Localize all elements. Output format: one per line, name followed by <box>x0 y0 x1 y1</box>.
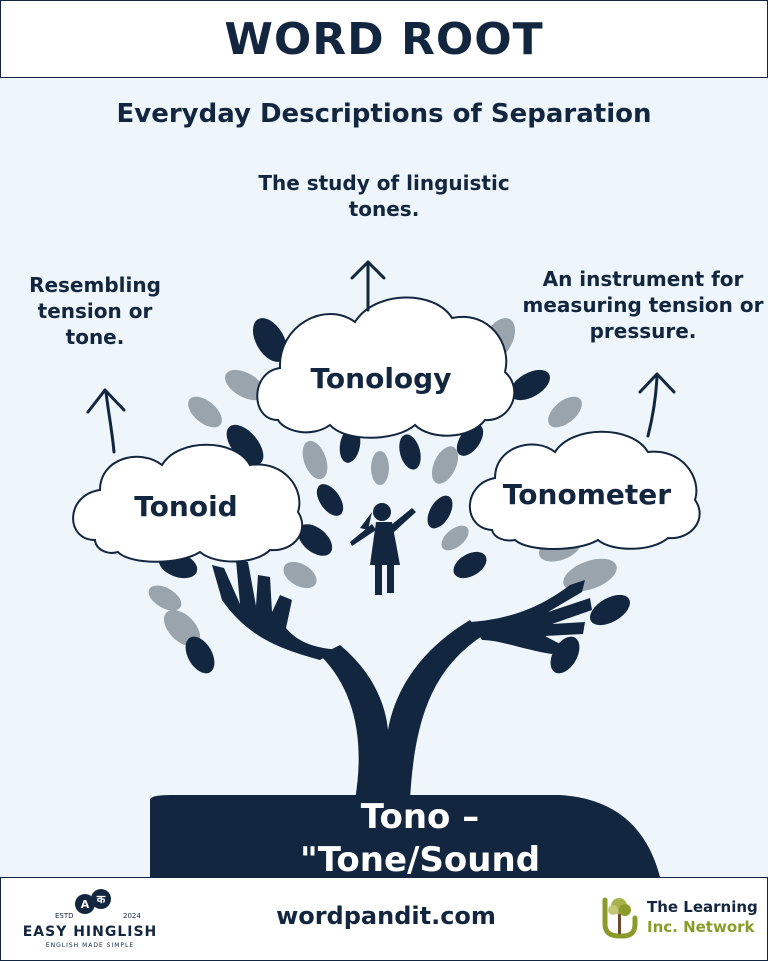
right-hand <box>470 580 592 654</box>
easy-hinglish-logo: A क ESTD 2024 EASY HINGLISH ENGLISH MADE… <box>15 888 165 954</box>
definition-tonoid: Resembling tension or tone. <box>29 273 161 349</box>
word-tonology: Tonology <box>310 362 452 395</box>
header-bar: WORD ROOT <box>0 0 768 78</box>
definition-tonology: The study of linguistic tones. <box>258 171 510 221</box>
website-link[interactable]: wordpandit.com <box>276 902 496 930</box>
arrow-up-tonometer <box>646 374 659 438</box>
brand-tagline: ENGLISH MADE SIMPLE <box>45 942 135 949</box>
speech-bubbles-icon: A क <box>75 889 111 914</box>
child-figure <box>350 503 416 595</box>
estd-year: 2024 <box>123 912 141 920</box>
arrow-up-tonometer-head <box>638 372 676 394</box>
arrow-up-tonology-head <box>350 260 386 280</box>
brand-line-2: Inc. Network <box>647 918 755 936</box>
cloud-tonology <box>256 296 516 439</box>
footer-bar: A क ESTD 2024 EASY HINGLISH ENGLISH MADE… <box>0 877 768 961</box>
brand-name: EASY HINGLISH <box>22 924 158 940</box>
cloud-tonometer <box>468 430 701 550</box>
arrows <box>86 260 676 454</box>
arrow-up-tonoid <box>104 390 116 454</box>
ground <box>150 795 660 877</box>
tree-logo-icon <box>602 897 638 939</box>
arrow-up-tonoid-head <box>86 388 126 414</box>
subtitle: Everyday Descriptions of Separation <box>116 99 652 129</box>
root-label: Tono – "Tone/Sound <box>300 796 540 881</box>
root-line-2: "Tone/Sound <box>300 839 541 880</box>
tree-trunk <box>320 620 482 800</box>
learning-inc-logo: The Learning Inc. Network <box>599 894 759 946</box>
svg-text:क: क <box>96 893 106 906</box>
word-tonometer: Tonometer <box>502 478 672 511</box>
svg-text:A: A <box>81 898 90 911</box>
left-hand <box>212 560 338 660</box>
word-tonoid: Tonoid <box>134 490 238 523</box>
cloud-tonoid <box>72 443 304 563</box>
page-title: WORD ROOT <box>224 13 544 65</box>
definition-tonometer: An instrument for measuring tension or p… <box>522 267 764 343</box>
brand-line-1: The Learning <box>647 898 758 916</box>
root-line-1: Tono – <box>360 797 480 837</box>
estd-label: ESTD <box>55 912 74 920</box>
tree-illustration <box>72 260 701 877</box>
